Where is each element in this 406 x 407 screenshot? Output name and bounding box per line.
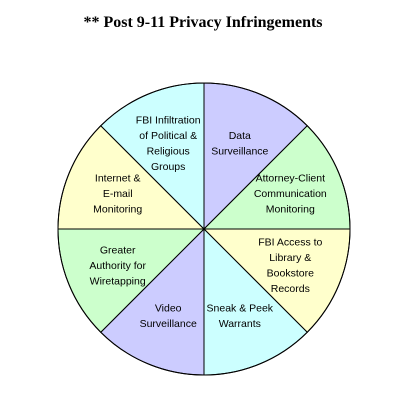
diagram-title: ** Post 9-11 Privacy Infringements bbox=[83, 14, 323, 31]
segment-label-line: Groups bbox=[151, 161, 185, 173]
segment-label-line: Monitoring bbox=[93, 204, 142, 216]
segment-label-line: Sneak & Peek bbox=[207, 303, 274, 315]
segment-label-line: of Political & bbox=[139, 130, 197, 142]
segment-label-line: Data bbox=[229, 130, 251, 142]
segment-label-line: Monitoring bbox=[266, 204, 315, 216]
segment-label-line: Authority for bbox=[89, 260, 146, 272]
segment-label-line: Religious bbox=[147, 145, 190, 157]
segment-label-line: Communication bbox=[254, 188, 327, 200]
segment-label-line: Warrants bbox=[219, 318, 261, 330]
segment-label-line: Greater bbox=[100, 244, 136, 256]
pie-outline bbox=[57, 82, 351, 376]
segment-label-line: Library & bbox=[269, 252, 311, 264]
segment-label-line: Internet & bbox=[95, 173, 141, 185]
segment-label-line: Records bbox=[271, 283, 310, 295]
segment-label-line: Wiretapping bbox=[90, 275, 146, 287]
segment-label-line: FBI Infiltration bbox=[136, 114, 201, 126]
segment-label-line: FBI Access to bbox=[258, 237, 322, 249]
segment-label-line: Surveillance bbox=[211, 145, 268, 157]
pie-wedges bbox=[57, 82, 351, 376]
segment-label-line: E-mail bbox=[103, 188, 133, 200]
segment-label-line: Bookstore bbox=[267, 268, 314, 280]
segment-label-line: Surveillance bbox=[140, 318, 197, 330]
segment-label-line: Attorney-Client bbox=[256, 173, 326, 185]
segment-label-line: Video bbox=[155, 303, 182, 315]
